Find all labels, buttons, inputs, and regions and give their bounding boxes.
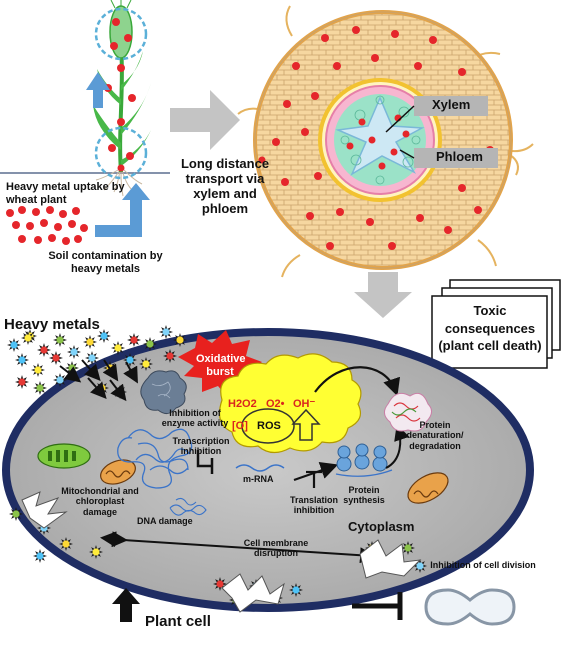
metal-ion	[142, 360, 150, 368]
metal-ion	[52, 354, 60, 362]
phloem-label: Phloem	[436, 149, 483, 164]
dna-fragments	[169, 497, 207, 516]
protein-synthesis-label: Protein synthesis	[343, 485, 385, 506]
stem-highlight-circle	[94, 126, 148, 180]
metal-ion	[176, 336, 184, 344]
cytoplasm-label: Cytoplasm	[348, 519, 415, 534]
soil-contamination-label: Soil contamination by heavy metals	[48, 250, 163, 275]
enzyme-structure	[140, 370, 187, 414]
metal-ion	[10, 341, 18, 349]
upward-transport-arrow	[86, 72, 110, 108]
ros-superoxide: O2•	[266, 398, 285, 410]
transport-label: Long distance transport via xylem and ph…	[180, 156, 270, 216]
membrane-disruption-arrow	[111, 531, 376, 564]
metal-ion	[130, 336, 138, 344]
metal-ion	[88, 354, 96, 362]
metal-ion	[40, 346, 48, 354]
metal-ion	[126, 356, 134, 364]
cell-division-inhibition	[352, 588, 516, 626]
heavy-metals-label: Heavy metals	[4, 316, 100, 333]
toxic-consequences-stack	[431, 279, 561, 369]
protein-denaturation-label: Protein denaturation/ degradation	[406, 420, 464, 451]
membrane-cracks	[21, 491, 422, 613]
soil-metal-dots	[6, 206, 88, 245]
oxidative-burst-label: Oxidative burst	[196, 353, 246, 378]
soil-uptake-arrow	[95, 183, 150, 237]
phloem-label-box	[414, 148, 498, 168]
denatured-protein	[384, 392, 432, 432]
metal-ion	[56, 336, 64, 344]
plant-cell-label: Plant cell	[145, 613, 211, 630]
metal-ion	[86, 338, 94, 346]
metal-ion	[162, 328, 170, 336]
metal-ion	[12, 510, 20, 518]
mito-chloroplast-damage-label: Mitochondrial and chloroplast damage	[61, 486, 139, 517]
metal-ion	[92, 548, 100, 556]
metal-ion	[416, 562, 424, 570]
mrna-label: m-RNA	[243, 474, 274, 484]
membrane-disruption-label: Cell membrane disruption	[243, 538, 309, 559]
ros-h2o2: H2O2	[228, 398, 257, 410]
metal-ion	[18, 378, 26, 386]
metal-ion	[62, 540, 70, 548]
mrna-strand	[235, 464, 285, 472]
wheat-plant	[0, 0, 170, 237]
transcription-inhibition-bar	[196, 450, 214, 474]
ros-increase-arrow	[291, 408, 321, 441]
metal-ion	[166, 352, 174, 360]
metal-ion	[24, 334, 32, 342]
plant-roots	[95, 169, 143, 197]
ros-oxygen: [O]	[232, 420, 248, 432]
plant-cell-pointer-arrow	[112, 588, 140, 622]
metal-ion	[70, 348, 78, 356]
metal-arrows	[59, 359, 138, 402]
metal-ion	[292, 586, 300, 594]
ear-highlight-circle	[94, 7, 148, 61]
ros-core	[241, 408, 295, 444]
metal-ion	[114, 344, 122, 352]
metal-ion	[146, 340, 154, 348]
arrow-to-toxic-consequences	[354, 272, 412, 318]
arrow-to-root-section	[170, 90, 240, 150]
metal-ion	[56, 376, 64, 384]
translation-inhibition-label: Translation inhibition	[289, 495, 338, 516]
metal-ion	[36, 384, 44, 392]
ros-label: ROS	[257, 420, 281, 432]
metal-ion	[404, 544, 412, 552]
metal-ion	[36, 552, 44, 560]
ros-to-protein-arrow	[314, 366, 401, 397]
metal-ion	[100, 332, 108, 340]
mitochondrion-right	[407, 472, 449, 504]
xylem-label: Xylem	[432, 97, 471, 112]
translation-arrow	[293, 462, 339, 488]
dna-tangle	[117, 428, 193, 489]
plant-metal-dots	[104, 18, 136, 172]
uptake-label: Heavy metal uptake by wheat plant	[6, 181, 125, 206]
transcription-inhibition-label: Transcription inhibition	[172, 436, 230, 457]
enzyme-inhibition-label: Inhibition of enzyme activity	[161, 408, 229, 429]
dna-damage-label: DNA damage	[137, 516, 193, 526]
toxic-consequences-label: Toxic consequences (plant cell death)	[438, 303, 542, 354]
chloroplast	[37, 443, 91, 469]
ros-cloud	[219, 353, 362, 454]
ribosomes	[336, 443, 388, 472]
mitochondrion-left	[100, 459, 136, 485]
root-cross-section	[237, 5, 534, 278]
metal-ion	[18, 356, 26, 364]
metal-ion	[34, 366, 42, 374]
xylem-label-box	[414, 96, 488, 116]
cell-division-inhibition-label: Inhibition of cell division	[430, 560, 536, 570]
metal-ion	[68, 364, 76, 372]
ros-hydroxyl: OH⁻	[293, 398, 316, 410]
metal-ion	[216, 580, 224, 588]
